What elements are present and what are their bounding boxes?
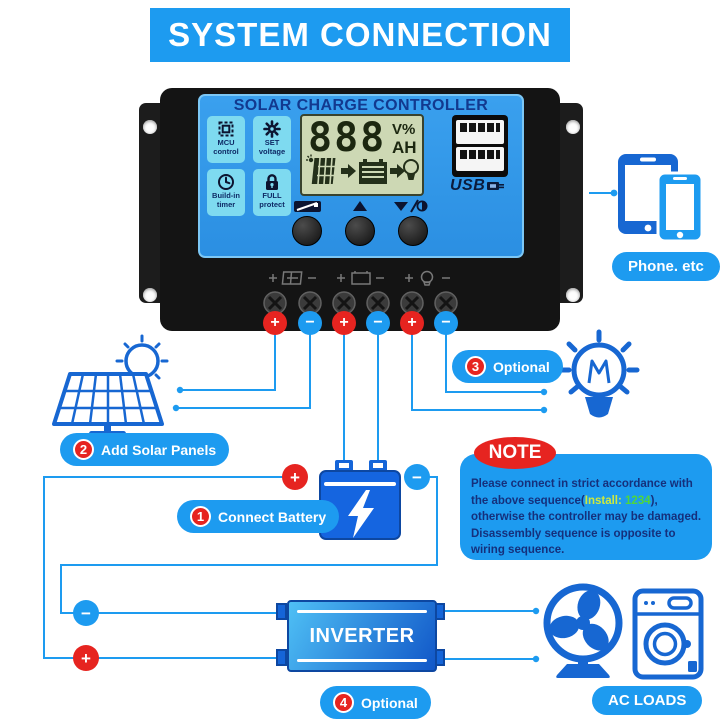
header-banner: SYSTEM CONNECTION (150, 8, 570, 62)
legend-battery-group (337, 271, 384, 285)
inverter-block: INVERTER (287, 600, 437, 672)
terminal-badge-load-plus: + (400, 311, 424, 335)
battery-mode-icon (294, 201, 321, 212)
lcd-solar-panel-icon (311, 157, 336, 185)
mcu-chip-icon (218, 121, 234, 137)
usb-plug-icon (487, 182, 505, 190)
light-bulb-icon (558, 329, 640, 418)
gear-icon (263, 120, 281, 138)
lock-icon (266, 174, 278, 190)
wire-load-negative (445, 333, 544, 393)
wire-battery-to-inverter-positive (43, 476, 295, 659)
feature-badge-protect: FULL protect (253, 169, 291, 216)
feature-badge-mcu: MCU control (207, 116, 245, 163)
feature-badge-timer: Build-in timer (207, 169, 245, 216)
inverter-plus-marker: + (73, 645, 99, 671)
step3-label: Optional (493, 358, 550, 375)
down-light-icon (394, 199, 428, 213)
washing-machine-icon (632, 588, 704, 680)
terminal-badge-load-minus: − (434, 311, 458, 335)
button-down[interactable] (398, 216, 428, 246)
controller-title: SOLAR CHARGE CONTROLLER (233, 97, 489, 114)
clock-icon (218, 174, 234, 190)
battery-plus-marker: + (282, 464, 308, 490)
step3-callout: 3 Optional (452, 350, 563, 383)
terminal-badge-battery-plus: + (332, 311, 356, 335)
lcd-unit-volt-percent: V% (392, 121, 416, 138)
terminal-screws[interactable] (258, 288, 464, 320)
screw-hole (143, 288, 157, 302)
step2-label: Add Solar Panels (101, 441, 217, 458)
terminal-badge-solar-plus: + (263, 311, 287, 335)
terminal-legend-icons (269, 270, 450, 286)
lcd-bulb-icon (403, 159, 419, 180)
phone-callout: Phone. etc (612, 252, 720, 281)
inverter-minus-marker: − (73, 600, 99, 626)
lcd-display (300, 114, 424, 196)
button-up[interactable] (345, 216, 375, 246)
fan-icon (543, 583, 623, 678)
usb-port-1[interactable] (456, 120, 504, 144)
ac-loads-callout: AC LOADS (592, 686, 703, 715)
screw-hole (143, 120, 157, 134)
screw-hole (566, 288, 580, 302)
step4-number: 4 (333, 692, 354, 713)
ac-loads-label: AC LOADS (608, 692, 687, 709)
usb-port-2[interactable] (456, 147, 504, 171)
feature-badge-set-voltage: SET voltage (253, 116, 291, 163)
legend-load-group (405, 270, 450, 286)
up-arrow-icon (353, 201, 367, 211)
step1-number: 1 (190, 506, 211, 527)
step3-number: 3 (465, 356, 486, 377)
lcd-arrow-icon (341, 164, 356, 178)
terminal-badge-battery-minus: − (366, 311, 390, 335)
lcd-unit-amp-hour: AH (392, 138, 417, 157)
note-line-1: Please connect in strict accordance with (471, 478, 693, 490)
solar-panel-icon (52, 334, 169, 437)
inverter-vent-bottom (297, 659, 427, 662)
note-title-badge: NOTE (474, 437, 556, 469)
button-mode[interactable] (292, 216, 322, 246)
step2-number: 2 (73, 439, 94, 460)
lcd-flow-icons (306, 154, 419, 185)
note-line-2: the above sequence(Install: 1234), (471, 494, 658, 507)
step1-label: Connect Battery (218, 508, 327, 525)
battery-minus-marker: − (404, 464, 430, 490)
button-label-icons (294, 199, 428, 213)
inverter-label: INVERTER (309, 624, 415, 647)
tablet-phone-icon (618, 154, 704, 243)
usb-ports[interactable] (452, 115, 508, 177)
step2-callout: 2 Add Solar Panels (60, 433, 230, 466)
inverter-vent-top (297, 610, 427, 613)
page-title: SYSTEM CONNECTION (168, 16, 552, 53)
note-box: Please connect in strict accordance with… (460, 454, 712, 560)
step4-callout: 4 Optional (320, 686, 431, 719)
phone-label: Phone. etc (628, 258, 704, 275)
note-line-3: otherwise the controller may be damaged. (471, 511, 702, 523)
screw-hole (566, 120, 580, 134)
lcd-digits: 888 (308, 115, 387, 161)
terminal-badge-solar-minus: − (298, 311, 322, 335)
note-line-5: wiring sequence. (471, 544, 565, 556)
note-install-label: Install: (584, 494, 622, 507)
wire-solar-negative (176, 333, 311, 409)
usb-logo: USB (450, 177, 520, 195)
inverter-tab (276, 603, 287, 620)
lcd-battery-icon (359, 159, 387, 184)
lcd-arrow-icon (390, 164, 405, 178)
inverter-tab (276, 649, 287, 666)
wire-solar-positive (180, 333, 276, 391)
wire-load-positive (411, 333, 544, 411)
note-install-sequence: 1234 (621, 494, 651, 507)
note-line-4: Disassembly sequence is opposite to (471, 527, 676, 540)
legend-solar-group (269, 271, 316, 285)
step4-label: Optional (361, 694, 418, 711)
step1-callout: 1 Connect Battery (177, 500, 340, 533)
